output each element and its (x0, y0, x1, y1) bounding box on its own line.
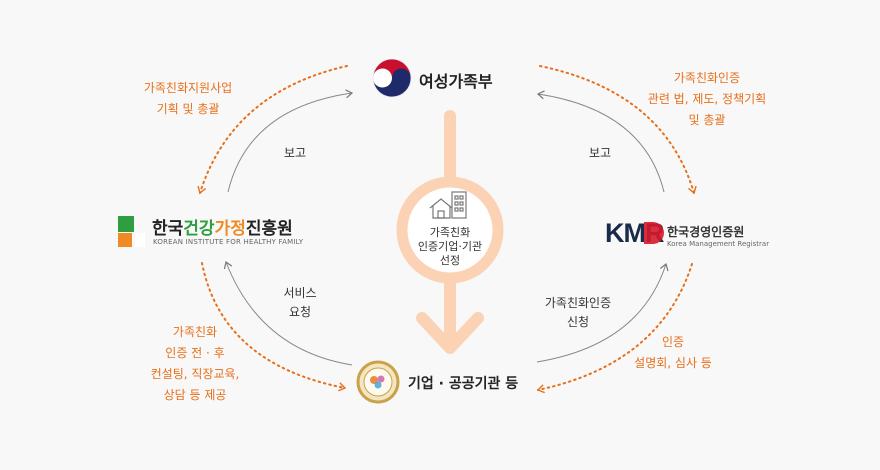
service-request-label-line1: 서비스 (283, 286, 317, 300)
apply-arrow (536, 262, 669, 363)
kmr-r-accent (644, 222, 664, 244)
ministry-name: 여성가족부 (419, 72, 493, 91)
dotted-arrow-bottom-right (536, 263, 693, 394)
kmr-name-en: Korea Management Registrar (667, 240, 770, 248)
note-top-right-line1: 가족친화인증 (673, 71, 741, 85)
note-bottom-left-line1: 가족친화 (172, 325, 218, 339)
center-label: 가족친화 인증기업·기관 선정 (400, 226, 500, 268)
kihf-name-part1: 한국 (152, 219, 184, 239)
dotted-arrow-top-right (539, 65, 697, 195)
kihf-name-part4: 진흥원 (245, 219, 293, 239)
note-top-left-line1: 가족친화지원사업 (143, 81, 233, 95)
ministry-emblem-icon (372, 58, 412, 98)
left-report-label: 보고 (283, 146, 307, 160)
center-label-line2: 인증기업·기관 (417, 240, 483, 253)
kihf-name-en: KOREAN INSTITUTE FOR HEALTHY FAMILY (153, 238, 304, 246)
dotted-arrow-top-left (197, 65, 348, 195)
note-bottom-right-line1: 인증 (661, 335, 685, 349)
dotted-arrow-bottom-left (201, 262, 347, 392)
note-top-right: 가족친화인증 관련 법, 제도, 정책기획 및 총괄 (632, 68, 782, 131)
note-top-left: 가족친화지원사업 기획 및 총괄 (128, 78, 248, 120)
apply-label: 가족친화인증 신청 (528, 294, 628, 332)
note-bottom-left-line4: 상담 등 제공 (163, 388, 227, 402)
note-top-right-line3: 및 총괄 (688, 113, 726, 127)
right-report-label: 보고 (588, 146, 612, 160)
note-bottom-left: 가족친화 인증 전 · 후 컨설팅, 직장교육, 상담 등 제공 (135, 322, 255, 406)
right-report-arrow (536, 90, 665, 193)
note-bottom-left-line3: 컨설팅, 직장교육, (150, 367, 240, 381)
apply-label-line2: 신청 (566, 315, 590, 329)
service-request-label: 서비스 요청 (280, 284, 320, 322)
apply-label-line1: 가족친화인증 (544, 296, 612, 310)
note-bottom-right-line2: 설명회, 심사 등 (634, 356, 712, 370)
center-label-line1: 가족친화 (429, 226, 471, 239)
center-label-line3: 선정 (439, 254, 461, 267)
note-top-left-line2: 기획 및 총괄 (156, 102, 220, 116)
kihf-name-part2: 건강 (183, 219, 215, 239)
service-request-arrow (223, 260, 353, 366)
note-bottom-left-line2: 인증 전 · 후 (165, 346, 225, 360)
kihf-logo-icon (118, 216, 145, 247)
certification-seal-icon (356, 360, 400, 404)
companies-name: 기업 · 공공기관 등 (408, 376, 519, 392)
service-request-label-line2: 요청 (288, 305, 312, 319)
kihf-name: 한국건강가정진흥원 (152, 214, 293, 239)
note-bottom-right: 인증 설명회, 심사 등 (618, 332, 728, 374)
house-building-icon (429, 191, 467, 219)
left-report-arrow (227, 89, 354, 193)
kmr-name: 한국경영인증원 (667, 225, 745, 239)
center-down-arrow (396, 110, 504, 354)
kihf-name-part3: 가정 (214, 219, 246, 239)
note-top-right-line2: 관련 법, 제도, 정책기획 (647, 92, 767, 106)
